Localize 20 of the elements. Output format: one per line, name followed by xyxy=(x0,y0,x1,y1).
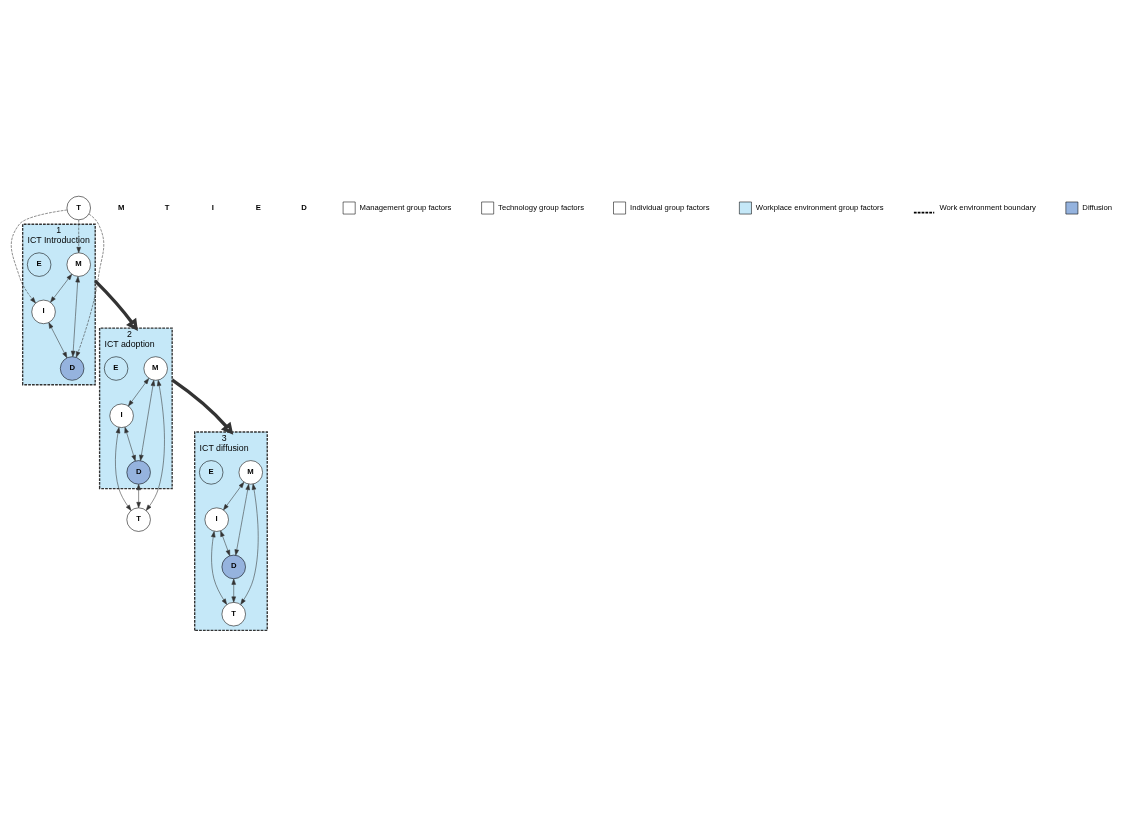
arrow xyxy=(50,274,73,303)
arrow xyxy=(234,483,250,556)
arrow xyxy=(139,379,156,461)
arrow xyxy=(94,279,138,331)
arrow xyxy=(136,484,141,509)
arrow xyxy=(223,482,245,511)
arrow xyxy=(48,322,68,359)
arrow xyxy=(145,379,165,511)
arrow xyxy=(71,276,80,357)
arrow xyxy=(115,427,132,511)
arrow xyxy=(171,378,234,435)
arrow xyxy=(231,578,236,603)
arrow xyxy=(220,530,231,556)
arrow xyxy=(128,378,150,407)
arrow xyxy=(10,209,68,304)
arrow xyxy=(76,213,105,358)
arrow xyxy=(240,483,259,605)
arrow xyxy=(211,531,228,605)
arrow xyxy=(76,219,81,254)
arrow xyxy=(124,427,136,462)
